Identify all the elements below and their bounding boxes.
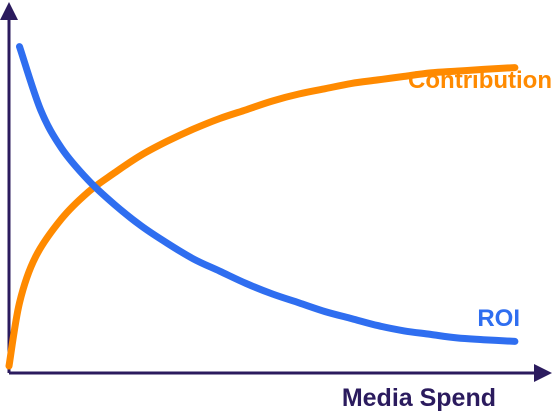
series-label-contribution: Contribution [408,67,552,94]
x-axis-arrowhead [534,364,552,382]
x-axis-label: Media Spend [342,384,496,412]
series-label-roi: ROI [477,305,520,332]
series-line-contribution [5,64,519,370]
series-line-roi [16,43,519,345]
y-axis-arrowhead [0,2,18,20]
